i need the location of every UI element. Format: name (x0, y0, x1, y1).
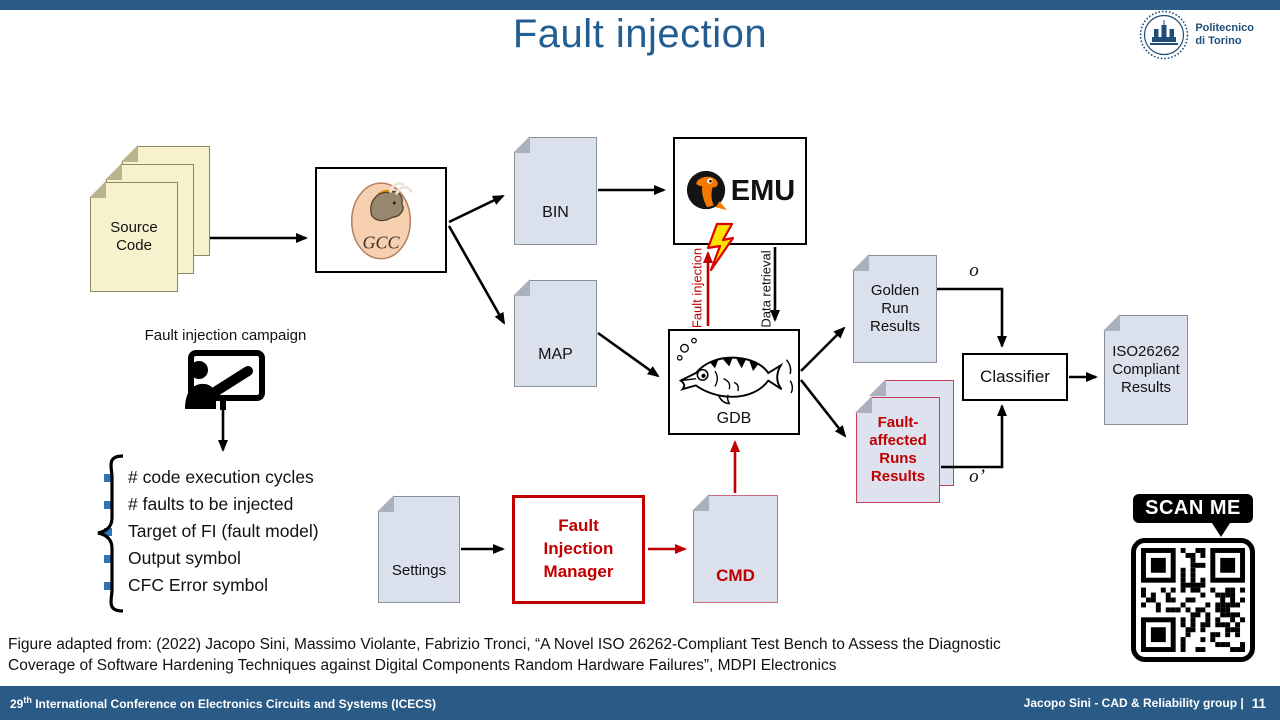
campaign-label: Fault injection campaign (144, 327, 307, 344)
page-title: Fault injection (512, 12, 768, 56)
logo-line2: di Torino (1195, 35, 1242, 47)
iso-doc: ISO26262 Compliant Results (1104, 315, 1188, 425)
settings-doc: Settings (378, 496, 460, 603)
qr-code-icon (1141, 548, 1245, 652)
bin-doc: BIN (514, 137, 597, 245)
classifier-label: Classifier (980, 367, 1050, 386)
scan-me-pointer (1210, 520, 1232, 537)
footer-credit: Jacopo Sini - CAD & Reliability group | … (1024, 696, 1280, 711)
golden-run-doc: Golden Run Results (853, 255, 937, 363)
data-retrieval-arrow-label: Data retrieval (758, 250, 774, 328)
fault-affected-doc: Fault-affected Runs Results (856, 397, 940, 503)
scan-me-label: SCAN ME (1145, 497, 1241, 519)
top-bar (0, 0, 1280, 10)
settings-label: Settings (391, 562, 447, 579)
list-item: # faults to be injected (104, 491, 319, 518)
campaign-bullet-list: # code execution cycles # faults to be i… (104, 464, 319, 599)
figure-caption-line2: Coverage of Software Hardening Technique… (8, 657, 837, 674)
iso-label: ISO26262 Compliant Results (1112, 343, 1180, 396)
gdb-fish-icon (676, 337, 794, 405)
footer-bar: 29th International Conference on Electro… (0, 686, 1280, 720)
bin-label: BIN (542, 203, 569, 221)
conference-name: 29th International Conference on Electro… (10, 695, 436, 711)
scan-me-badge: SCAN ME (1133, 494, 1253, 523)
source-code-doc: Source Code (90, 182, 178, 292)
list-item: # code execution cycles (104, 464, 319, 491)
politecnico-emblem-icon (1140, 10, 1189, 60)
logo-line1: Politecnico (1195, 22, 1254, 35)
politecnico-logo: Politecnico di Torino (1139, 10, 1254, 60)
bullet-icon (104, 527, 112, 536)
author-group: Jacopo Sini - CAD & Reliability group | (1023, 696, 1244, 710)
gcc-label: GCC (363, 232, 401, 252)
bullet-icon (104, 473, 112, 482)
bullet-icon (104, 554, 112, 563)
map-label: MAP (538, 345, 573, 363)
list-item: Output symbol (104, 545, 319, 572)
qemu-logo-text: EMU (730, 174, 796, 207)
figure-caption-line1: Figure adapted from: (2022) Jacopo Sini,… (8, 636, 1001, 653)
presenter-whiteboard-icon (185, 350, 265, 410)
cmd-label: CMD (716, 565, 755, 585)
source-code-label: Source Code (110, 219, 158, 254)
list-item: CFC Error symbol (104, 572, 319, 599)
output-symbol-o-prime: o’ (969, 466, 985, 487)
fault-injection-arrow-label: Fault injection (689, 247, 705, 329)
gcc-egg-icon: GCC (350, 182, 413, 260)
map-doc: MAP (514, 280, 597, 387)
fault-injection-manager-label: Fault Injection Manager (543, 516, 614, 581)
qemu-logo-icon (686, 170, 727, 211)
golden-run-label: Golden Run Results (869, 282, 921, 335)
gcc-box: GCC (315, 167, 447, 273)
bullet-icon (104, 581, 112, 590)
output-symbol-o: o (969, 260, 979, 281)
fault-injection-manager-box: Fault Injection Manager (512, 495, 645, 604)
gdb-label: GDB (716, 410, 752, 427)
classifier-box: Classifier (962, 353, 1068, 401)
gdb-box: GDB (668, 329, 800, 435)
fault-affected-label: Fault-affected Runs Results (869, 414, 927, 485)
qr-code (1131, 538, 1255, 662)
bullet-icon (104, 500, 112, 509)
list-item: Target of FI (fault model) (104, 518, 319, 545)
politecnico-name: Politecnico di Torino (1195, 22, 1254, 47)
cmd-doc: CMD (693, 495, 778, 603)
page-number: 11 (1251, 695, 1266, 711)
qemu-box: EMU (673, 137, 807, 245)
